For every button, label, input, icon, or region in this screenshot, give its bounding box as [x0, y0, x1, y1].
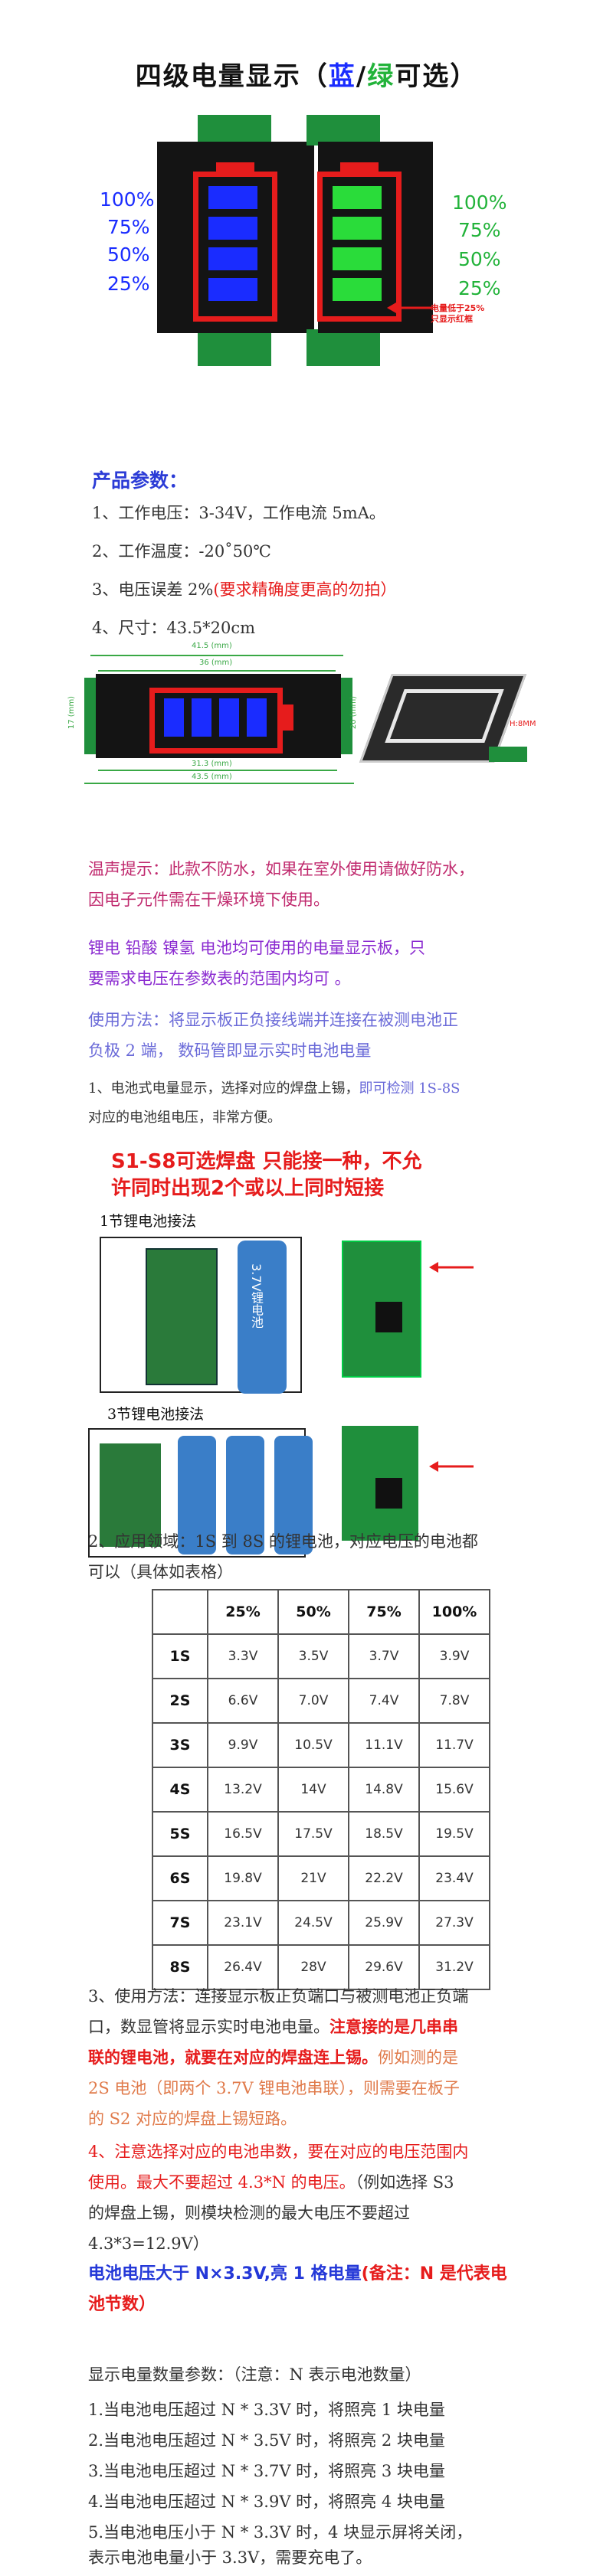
- arrow-left-icon: [429, 1262, 474, 1273]
- note-1: 1、电池式电量显示，选择对应的焊盘上锡，即可检测 1S-8S 对应的电池组电压，…: [88, 1080, 461, 1126]
- dim-width-2: 36 (mm): [199, 659, 233, 667]
- display-param-1: 1.当电池电压超过 N * 3.3V 时，将照亮 1 块电量: [88, 2401, 445, 2419]
- dim-thickness: H:8MM: [510, 720, 536, 728]
- arrow-left-icon: [429, 1461, 474, 1472]
- params-heading: 产品参数：: [92, 469, 188, 492]
- pcb-top-tab: [306, 115, 380, 145]
- battery-frame: [193, 172, 277, 322]
- dim-blue-cell-3: [219, 698, 239, 737]
- battery-types-note: 锂电 铅酸 镍氢 电池均可使用的电量显示板，只 要需求电压在参数表的范围内均可 …: [88, 939, 426, 988]
- lithium-cell: [238, 1241, 287, 1394]
- param-voltage: 1、工作电压：3-34V，工作电流 5mA。: [92, 504, 385, 522]
- table-header-row: 25% 50% 75% 100%: [152, 1589, 490, 1635]
- pcb-bottom-tab: [306, 329, 380, 366]
- usage-note: 使用方法：将显示板正负接线端并连接在被测电池正 负极 2 端， 数码管即显示实时…: [88, 1011, 458, 1060]
- pcb-bottom-tab: [198, 329, 271, 366]
- blue-level-25: 25%: [107, 273, 150, 295]
- case-1-chip: [375, 1302, 402, 1332]
- dim-width-4: 43.5 (mm): [192, 773, 232, 781]
- blue-level-75: 75%: [107, 216, 150, 238]
- blue-cell-2: [208, 217, 257, 240]
- dim-blue-cell-2: [192, 698, 211, 737]
- dim-line-top: [90, 655, 343, 656]
- dim-blue-cell-1: [164, 698, 184, 737]
- display-param-5: 5.当电池电压小于 N * 3.3V 时，4 块显示屏将关闭，: [88, 2523, 473, 2542]
- case-1-board: [146, 1248, 218, 1385]
- arrow-left-icon: [387, 302, 431, 313]
- display-param-6: 表示电池电量小于 3.3V，需要充电了。: [88, 2548, 372, 2567]
- pcb-right-tab: [337, 678, 352, 754]
- lithium-cell: [274, 1436, 313, 1554]
- dim-height-1: 17 (mm): [67, 695, 77, 730]
- green-cell-4: [333, 278, 382, 301]
- battery-frame: [317, 172, 402, 322]
- display-params-heading: 显示电量数量参数：（注意：N 表示电池数量）: [88, 2365, 421, 2384]
- title-blue-word: 蓝: [328, 61, 356, 92]
- angled-board-tab: [489, 747, 527, 762]
- case-1-label: 1节锂电池接法: [100, 1213, 197, 1230]
- battery-frame-nub: [283, 704, 293, 731]
- param-temperature: 2、工作温度：-20˚50℃: [92, 542, 271, 561]
- display-param-4: 4.当电池电压超过 N * 3.9V 时，将照亮 4 块电量: [88, 2493, 445, 2511]
- dim-blue-cell-4: [247, 698, 267, 737]
- usage-3: 3、使用方法：连接显示板正负端口与被测电池正负端 口，数显管将显示实时电池电量。…: [88, 1987, 469, 2128]
- low-battery-note: 电量低于25% 只显示红框: [431, 303, 485, 324]
- lithium-cell: [178, 1436, 216, 1554]
- lithium-cell: [226, 1436, 264, 1554]
- blue-cell-1: [208, 186, 257, 209]
- param-error: 3、电压误差 2%(要求精确度更高的勿拍）: [92, 580, 397, 599]
- rule-note: 电池电压大于 N×3.3V,亮 1 格电量(备注：N 是代表电 池节数）: [88, 2264, 507, 2314]
- green-level-25: 25%: [458, 277, 501, 299]
- param-size: 4、尺寸：43.5*20cm: [92, 619, 256, 637]
- cell-label: 3.7V锂电池: [249, 1263, 264, 1329]
- pcb-top-tab: [198, 115, 271, 145]
- display-param-2: 2.当电池电压超过 N * 3.5V 时，将照亮 2 块电量: [88, 2431, 445, 2450]
- case-1-wire-frame: [100, 1237, 302, 1393]
- battery-frame: [149, 688, 283, 754]
- green-cell-3: [333, 247, 382, 270]
- solder-warning: S1-S8可选焊盘 只能接一种，不允 许同时出现2个或以上同时短接: [111, 1150, 422, 1200]
- note-4: 4、注意选择对应的电池串数，要在对应的电压范围内 使用。最大不要超过 4.3*N…: [88, 2143, 469, 2253]
- case-3-label: 3节锂电池接法: [107, 1406, 205, 1423]
- page-title: 四级电量显示（蓝/绿可选）: [135, 61, 478, 92]
- dim-line-bottom-2: [84, 783, 354, 784]
- dim-line-bottom: [98, 770, 337, 771]
- green-level-100: 100%: [452, 191, 507, 214]
- title-green-word: 绿: [367, 61, 395, 92]
- dim-line-second: [98, 670, 336, 672]
- angled-board-frame: [385, 689, 504, 743]
- blue-level-100: 100%: [100, 188, 155, 211]
- green-level-50: 50%: [458, 248, 501, 270]
- blue-cell-3: [208, 247, 257, 270]
- blue-cell-4: [208, 278, 257, 301]
- case-3-chip: [375, 1478, 402, 1509]
- green-cell-1: [333, 186, 382, 209]
- blue-level-50: 50%: [107, 244, 150, 266]
- dim-width-3: 31.3 (mm): [192, 760, 232, 768]
- warm-tip: 温声提示：此款不防水，如果在室外使用请做好防水， 因电子元件需在干燥环境下使用。: [88, 860, 474, 909]
- dim-height-2: 20 (mm): [349, 695, 359, 730]
- display-param-3: 3.当电池电压超过 N * 3.7V 时，将照亮 3 块电量: [88, 2462, 445, 2480]
- application-note: 2、应用领域：1S 到 8S 的锂电池，对应电压的电池都 可以（具体如表格）: [88, 1532, 478, 1581]
- case-3-board: [100, 1443, 161, 1547]
- green-level-75: 75%: [458, 219, 501, 241]
- green-cell-2: [333, 217, 382, 240]
- dim-width-1: 41.5 (mm): [192, 642, 232, 650]
